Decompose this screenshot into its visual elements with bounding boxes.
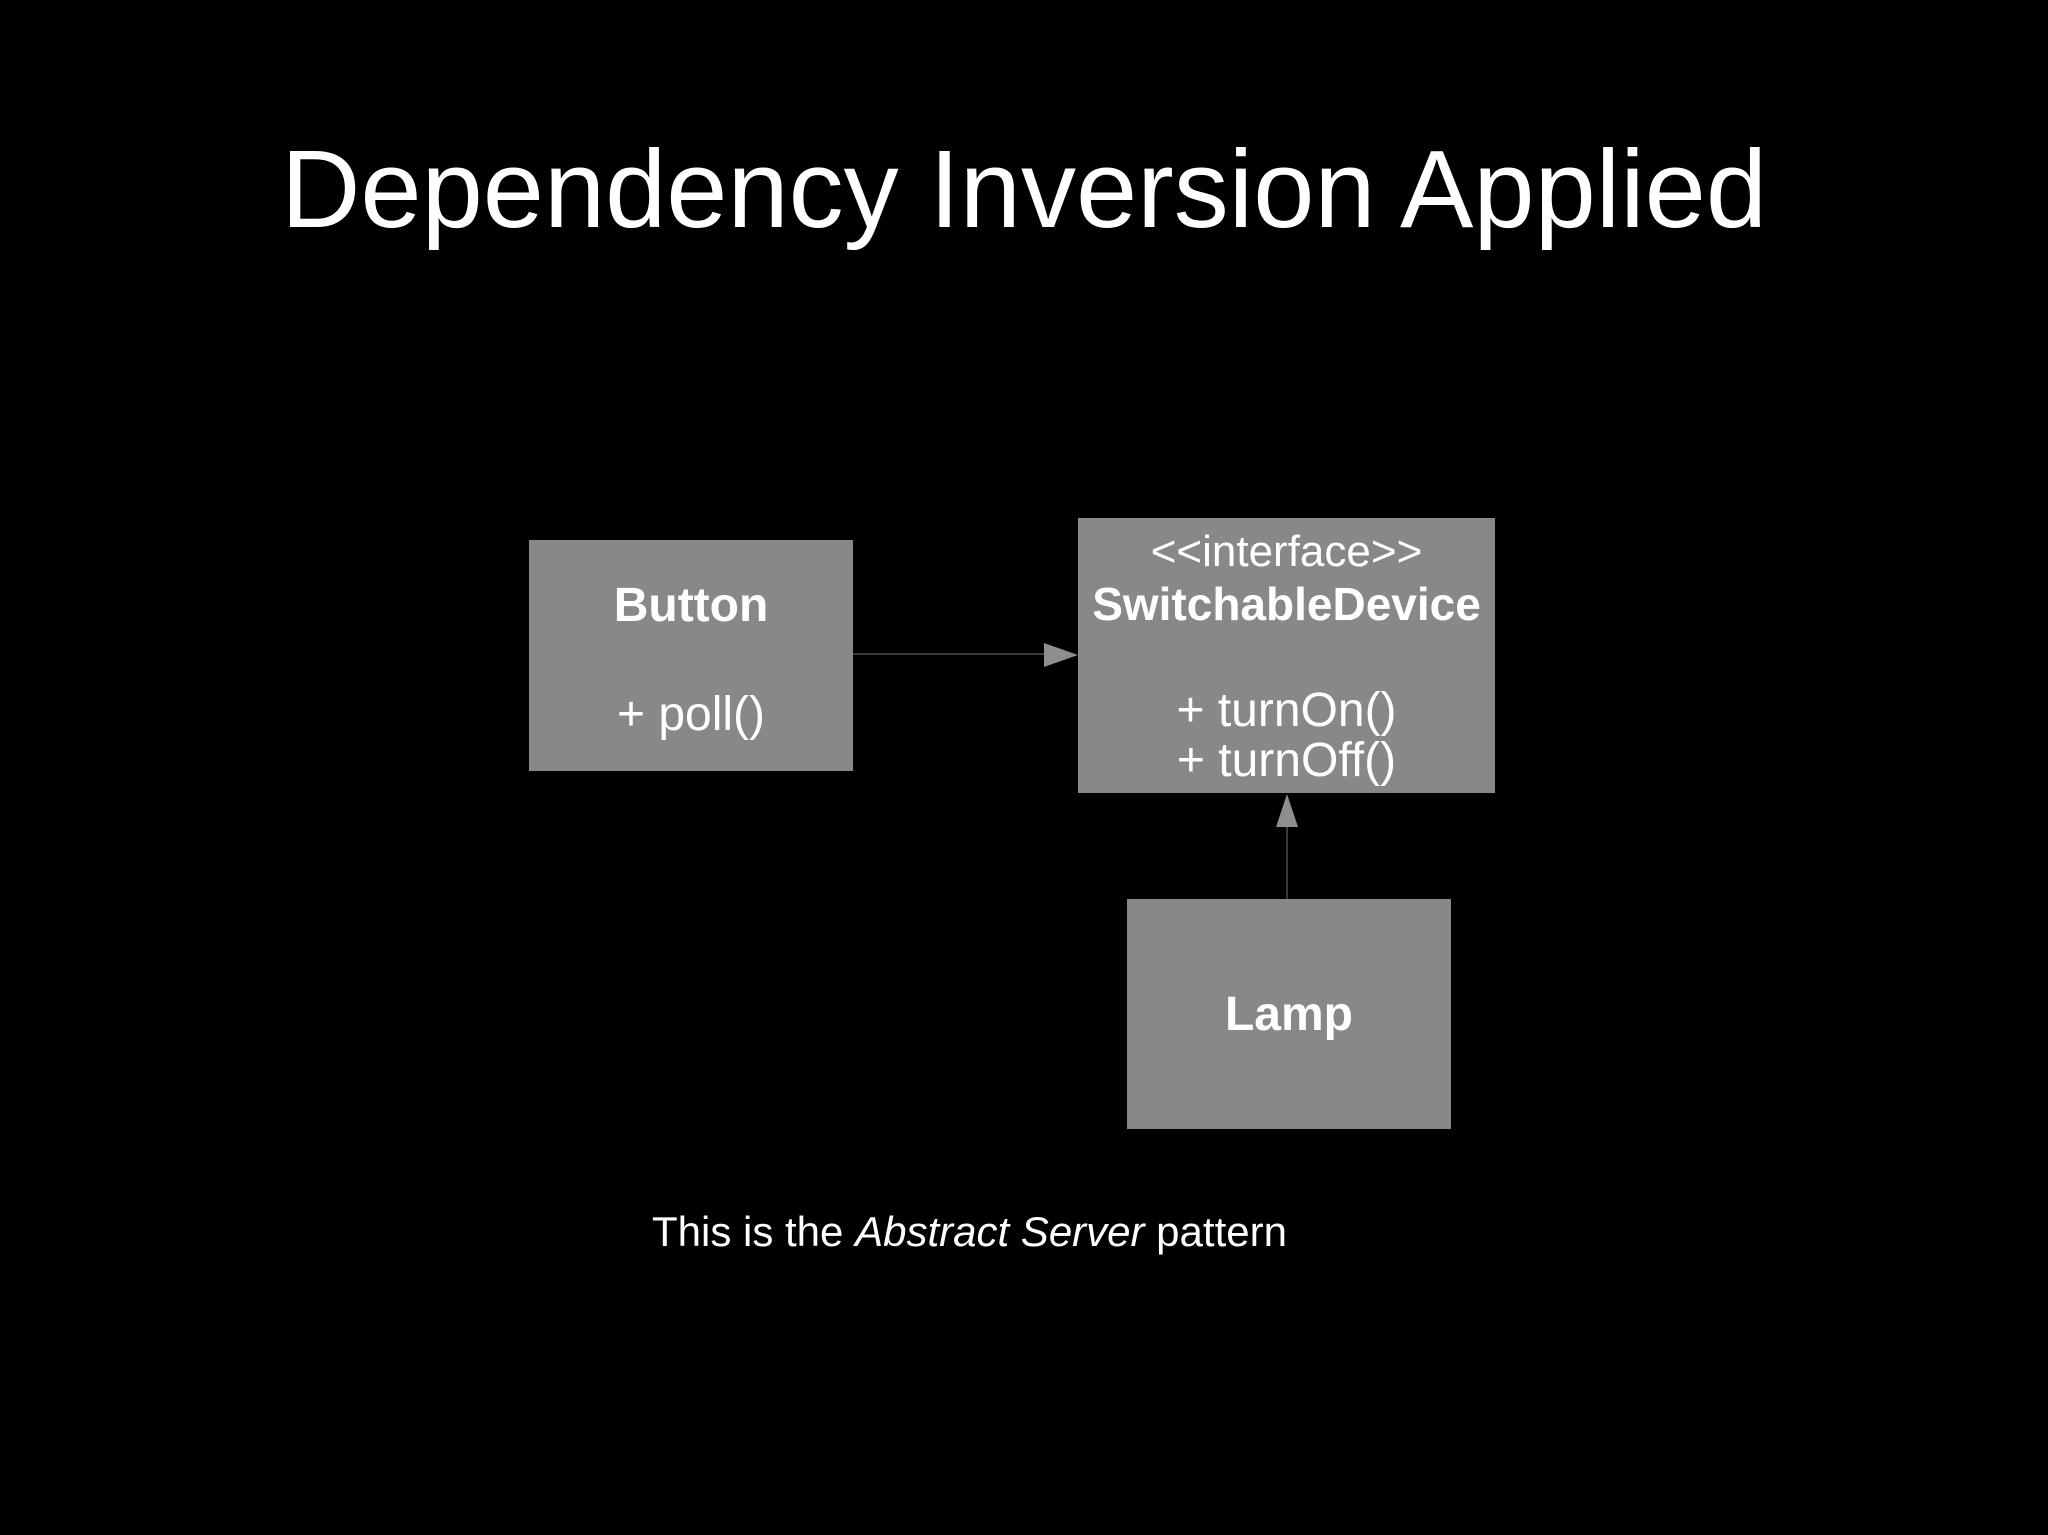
class-method-poll: + poll()	[616, 688, 766, 741]
class-method-turnoff: + turnOff()	[1176, 734, 1397, 787]
interface-stereotype: <<interface>>	[1150, 527, 1423, 576]
caption-prefix: This is the	[652, 1208, 856, 1255]
class-box-lamp: Lamp	[1127, 899, 1451, 1129]
class-name-switchable-device: SwitchableDevice	[1092, 578, 1481, 630]
caption: This is the Abstract Server pattern	[652, 1211, 1287, 1253]
realization-line	[1286, 827, 1288, 899]
class-box-switchable-device: <<interface>> SwitchableDevice + turnOn(…	[1078, 518, 1495, 793]
dependency-arrowhead-icon	[1044, 643, 1078, 667]
class-name-button: Button	[613, 579, 769, 632]
caption-suffix: pattern	[1144, 1208, 1287, 1255]
caption-emphasis: Abstract Server	[855, 1208, 1145, 1255]
class-box-button: Button + poll()	[529, 540, 853, 771]
class-method-turnon: + turnOn()	[1176, 684, 1397, 737]
dependency-line	[853, 653, 1044, 655]
realization-arrowhead-icon	[1276, 794, 1298, 827]
slide-title: Dependency Inversion Applied	[280, 128, 1768, 251]
class-name-lamp: Lamp	[1224, 988, 1353, 1041]
